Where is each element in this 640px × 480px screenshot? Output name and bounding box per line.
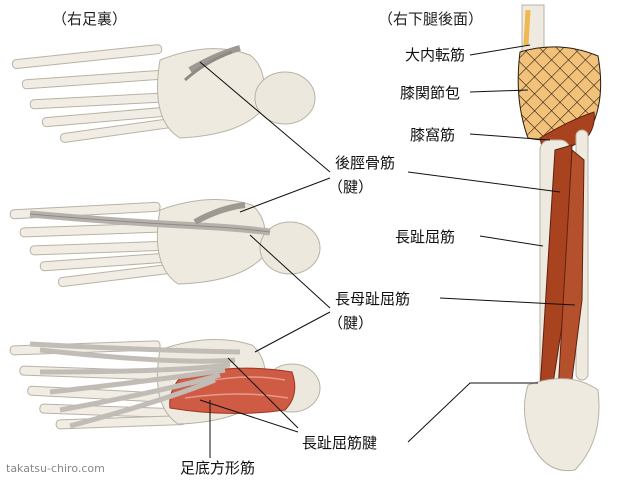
foot-middle-heel — [259, 221, 321, 275]
foot-bottom — [9, 339, 321, 430]
label-flexor-hallucis-longus: 長母趾屈筋 — [335, 290, 410, 308]
site-credit: takatsu-chiro.com — [6, 462, 105, 475]
foot-top-heel — [254, 71, 316, 125]
label-flexor-hallucis-longus-tendon: （腱） — [328, 314, 373, 332]
fdl-tendons — [29, 341, 241, 429]
ankle-bones — [524, 378, 600, 472]
label-semimembranosus: 大内転筋 — [405, 46, 465, 64]
lower-leg — [517, 4, 602, 472]
foot-top-tibialis-tendon — [188, 45, 241, 73]
fhl-muscle — [557, 148, 585, 396]
foot-middle-tibialis-tendon — [193, 202, 246, 225]
leader-lines — [199, 44, 576, 458]
label-popliteus: 膝窩筋 — [410, 126, 455, 144]
right-heading: （右下腿後面） — [378, 10, 483, 28]
label-tibialis-posterior: 後脛骨筋 — [335, 154, 395, 172]
foot-top-toes — [11, 44, 190, 143]
foot-top — [11, 44, 316, 143]
left-heading: （右足裏） — [52, 10, 127, 28]
label-quadratus-plantae: 足底方形筋 — [180, 459, 255, 477]
label-flexor-digitorum-longus: 長趾屈筋 — [395, 228, 455, 246]
label-tibialis-posterior-tendon: （腱） — [328, 178, 373, 196]
label-knee-capsule: 膝関節包 — [400, 84, 460, 102]
foot-middle — [9, 199, 321, 287]
fdl-muscle — [539, 144, 573, 391]
label-flexor-digitorum-longus-tendon: 長趾屈筋腱 — [302, 434, 377, 452]
semimembranosus-tendon — [523, 9, 531, 46]
